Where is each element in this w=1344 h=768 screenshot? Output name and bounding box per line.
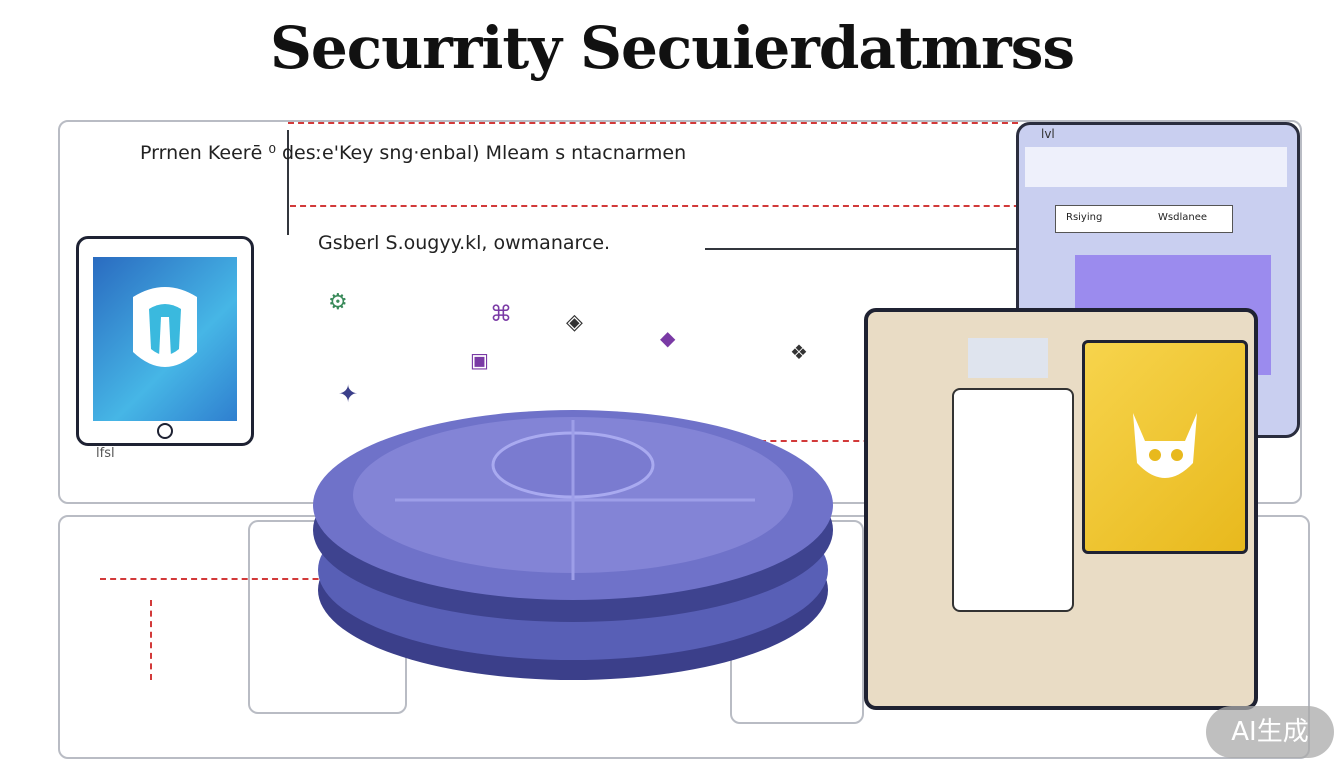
divider-vertical: [287, 130, 289, 235]
inner-card-strip: [968, 338, 1048, 378]
chip-icon: ◆: [660, 326, 676, 350]
security-disk-icon: [313, 410, 833, 680]
shield-icon: [133, 287, 197, 367]
guide-line-mid: [290, 205, 1050, 207]
table-col-1: Rsiying: [1066, 212, 1103, 223]
page-title: Securrity Secuierdatmrss: [269, 14, 1075, 82]
tablet-device: [76, 236, 254, 446]
underline: [705, 248, 1025, 250]
key-icon: ⌘: [490, 302, 512, 327]
window-table: Rsiying Wsdlanee: [1055, 205, 1233, 233]
inner-card: [952, 388, 1074, 612]
gear-icon: ✦: [338, 380, 359, 408]
fox-mask-icon: [1133, 413, 1197, 478]
lock-icon: ⚙: [328, 290, 348, 315]
phone-footer-label: lfsl: [96, 446, 115, 461]
panel-text-line-2: Gsberl S.ougyy.kl, owmanarce.: [318, 232, 611, 254]
yellow-panel: [1082, 340, 1248, 554]
window-corner-label: lvl: [1041, 127, 1055, 141]
badge-icon: ▣: [470, 348, 489, 372]
guide-line-top: [288, 122, 1018, 124]
shield-small-icon: ◈: [566, 310, 583, 335]
guide-line-right: [760, 440, 880, 442]
tablet-screen: [93, 257, 237, 421]
home-button-icon: [157, 423, 173, 439]
ai-generated-badge: AI生成: [1206, 706, 1334, 758]
panel-text-line-1: Prrnen Keerē ⁰ desːe'Key sng·enbal) Mlea…: [140, 142, 687, 164]
guide-line-vertical: [150, 600, 152, 680]
node-icon: ❖: [790, 340, 808, 364]
window-header-bar: [1025, 147, 1287, 187]
guide-line-low: [100, 578, 440, 580]
table-col-2: Wsdlanee: [1158, 212, 1207, 223]
